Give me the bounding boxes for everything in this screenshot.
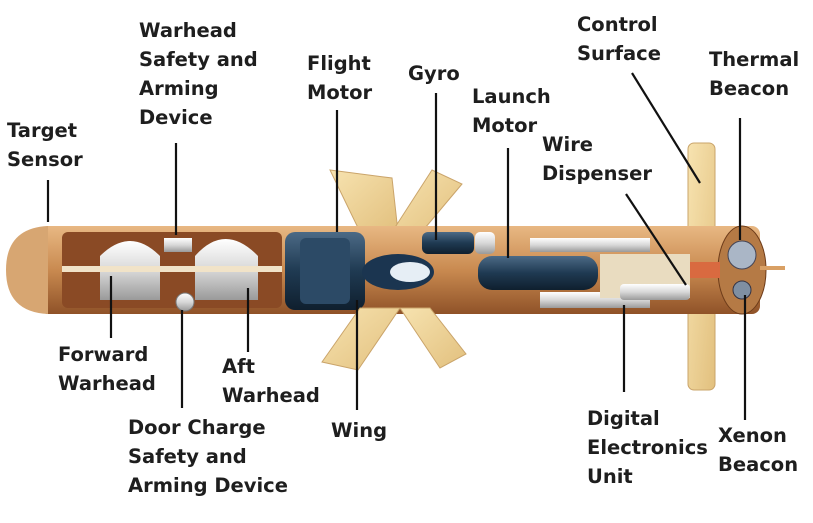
warhead-cutaway — [62, 232, 282, 312]
label-wing: Wing — [331, 419, 388, 442]
wing-upper-left — [329, 169, 399, 233]
leader-wire-dispenser — [625, 193, 687, 286]
electronics-section — [600, 254, 720, 300]
wing-lower-left — [321, 307, 401, 371]
beacon-end — [727, 240, 785, 300]
leader-control-surface — [631, 72, 701, 184]
label-gyro: Gyro — [408, 62, 460, 85]
wing-upper-right — [391, 169, 463, 235]
flight-motor — [285, 232, 434, 310]
leader-lines — [46, 72, 747, 420]
gyro-unit — [422, 232, 495, 254]
wing-lower-right — [399, 307, 467, 369]
